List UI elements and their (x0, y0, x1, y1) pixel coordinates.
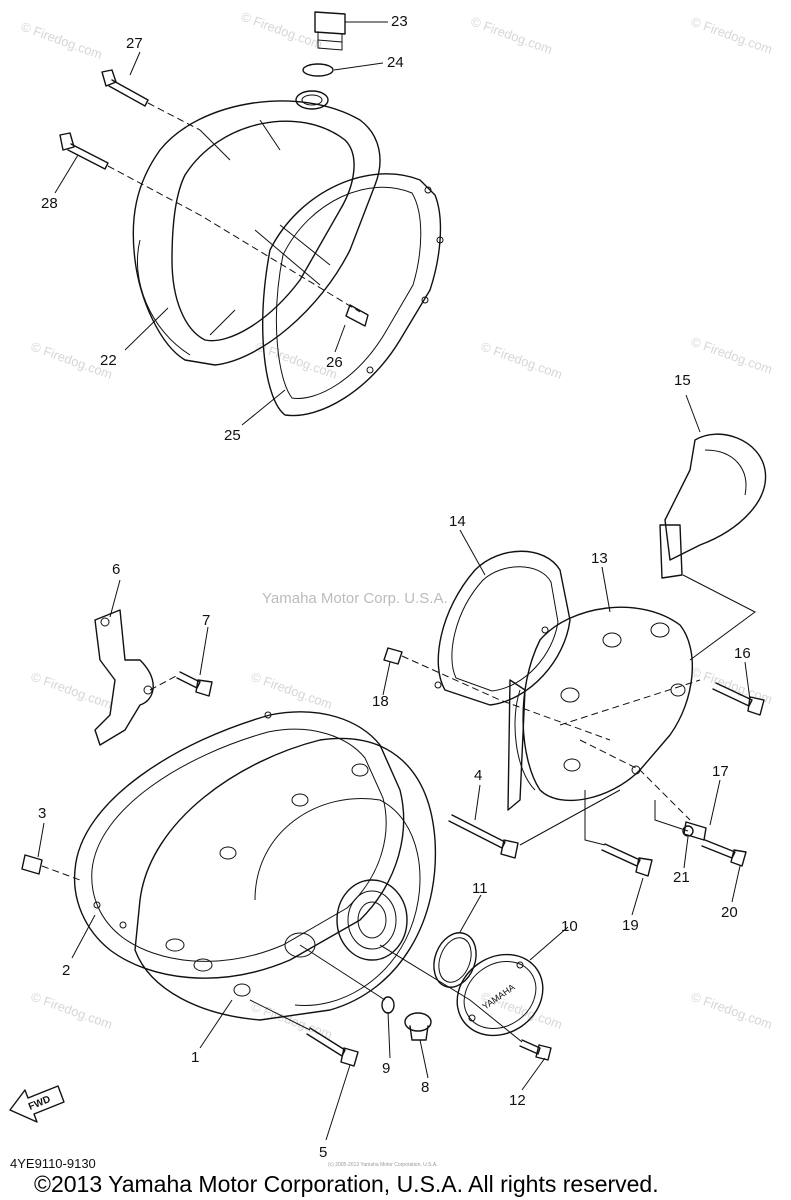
part-13-cover (507, 606, 694, 811)
assembly-line-7 (149, 674, 179, 691)
callout-20: 20 (721, 904, 738, 921)
callout-2: 2 (62, 962, 70, 979)
fwd-arrow-icon: FWD (9, 1085, 65, 1123)
part-8-plug (404, 1012, 432, 1041)
part-24-o-ring (302, 63, 334, 77)
watermark-9: © Firedog.com (249, 669, 334, 712)
callout-28: 28 (41, 195, 58, 212)
callout-14: 14 (449, 513, 466, 530)
part-22-housing (132, 90, 381, 366)
watermark-14: © Firedog.com (689, 989, 774, 1032)
leader-lines (37, 21, 751, 1141)
watermark-6: © Firedog.com (479, 339, 564, 382)
part-23-oil-filler-cap (314, 11, 346, 51)
callout-17: 17 (712, 763, 729, 780)
assembly-line-cap (299, 944, 523, 1043)
figure-code: 4YE9110-9130 (10, 1156, 96, 1171)
part-4-bolt (448, 814, 519, 859)
callout-25: 25 (224, 427, 241, 444)
part-19-bolt (601, 843, 653, 877)
assembly-line-21 (654, 800, 689, 832)
small-copyright: (c) 2005-2013 Yamaha Motor Corporation, … (328, 1162, 438, 1168)
callout-12: 12 (509, 1092, 526, 1109)
callout-7: 7 (202, 612, 210, 629)
watermark-3: © Firedog.com (469, 14, 554, 57)
callout-24: 24 (387, 54, 404, 71)
part-11-o-ring-inner (438, 937, 472, 983)
callout-5: 5 (319, 1144, 327, 1161)
watermark-7: © Firedog.com (689, 334, 774, 377)
part-7-bolt (176, 671, 213, 697)
callout-10: 10 (561, 918, 578, 935)
part-6-bracket (94, 609, 154, 746)
callout-numbers: 23 24 27 28 22 26 25 15 14 13 16 18 4 17… (38, 13, 751, 1161)
assembly-line-15 (682, 574, 756, 661)
part-5-bolt (306, 1027, 359, 1067)
part-25-gasket (262, 173, 444, 417)
part-12-screw (519, 1039, 552, 1061)
watermark-2: © Firedog.com (239, 9, 324, 52)
part-2-gasket (73, 711, 405, 979)
callout-27: 27 (126, 35, 143, 52)
part-11-o-ring (433, 932, 477, 988)
part-16-bolt (712, 682, 765, 716)
assembly-line-18 (401, 655, 611, 741)
assembly-line-5 (249, 999, 311, 1031)
assembly-line-27 (147, 102, 201, 131)
part-14-gasket (434, 550, 571, 706)
watermark-8: © Firedog.com (29, 669, 114, 712)
part-26-dowel (345, 304, 369, 327)
assembly-line-3 (41, 865, 81, 881)
part-18-dowel (383, 647, 403, 665)
callout-9: 9 (382, 1060, 390, 1077)
assembly-line-16 (559, 679, 701, 726)
copyright-notice: ©2013 Yamaha Motor Corporation, U.S.A. A… (34, 1171, 659, 1197)
callout-11: 11 (472, 880, 488, 897)
callout-1: 1 (191, 1049, 199, 1066)
callout-4: 4 (474, 767, 482, 784)
callout-13: 13 (591, 550, 608, 567)
part-1-crankcase-cover (134, 737, 437, 1021)
callout-18: 18 (372, 693, 389, 710)
part-21-washer (682, 825, 694, 837)
callout-3: 3 (38, 805, 46, 822)
part-15-guard (659, 433, 767, 579)
part-3-dowel (21, 854, 43, 875)
watermark-1: © Firedog.com (19, 19, 104, 62)
callout-23: 23 (391, 13, 408, 30)
part-20-bolt (701, 839, 747, 867)
watermark-10: © Firedog.com (689, 664, 774, 707)
callout-16: 16 (734, 645, 751, 662)
part-27-bolt (101, 69, 149, 107)
assembly-line-4 (519, 789, 621, 846)
callout-8: 8 (421, 1079, 429, 1096)
part-28-bolt (59, 132, 109, 170)
center-watermark: Yamaha Motor Corp. U.S.A. (262, 590, 448, 607)
watermark-11: © Firedog.com (29, 989, 114, 1032)
callout-6: 6 (112, 561, 120, 578)
callout-19: 19 (622, 917, 639, 934)
part-10-cap: YAMAHA (456, 953, 544, 1037)
callout-26: 26 (326, 354, 343, 371)
assembly-line-28 (107, 165, 361, 313)
assembly-line-17 (579, 739, 691, 821)
callout-21: 21 (673, 869, 690, 886)
callout-22: 22 (100, 352, 117, 369)
callout-15: 15 (674, 372, 691, 389)
watermark-4: © Firedog.com (689, 14, 774, 57)
